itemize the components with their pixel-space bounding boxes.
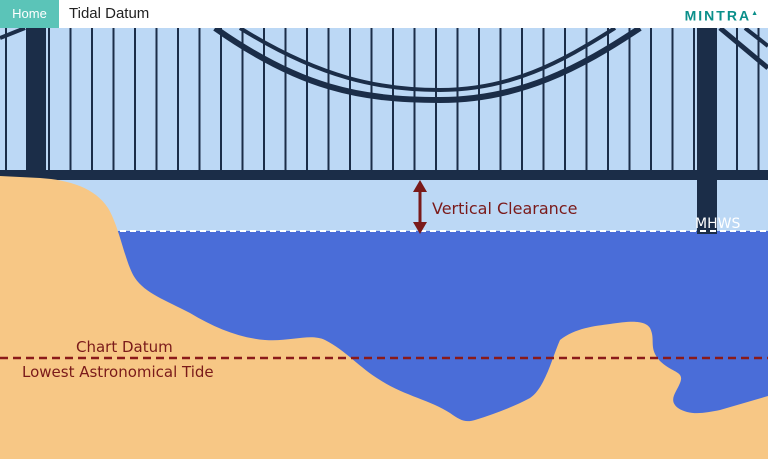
- tidal-datum-diagram: MHWS Chart Datum Lowest Astronomical Tid…: [0, 28, 768, 459]
- home-button[interactable]: Home: [0, 0, 59, 28]
- brand-logo: MINTRA▲: [685, 4, 760, 24]
- lat-label: Lowest Astronomical Tide: [22, 363, 214, 381]
- right-cable-2: [743, 28, 768, 48]
- right-tower: [697, 28, 717, 234]
- bridge-deck: [0, 170, 768, 180]
- bridge: [0, 28, 768, 234]
- page-title: Tidal Datum: [69, 5, 150, 22]
- clearance-arrow: [413, 180, 427, 234]
- left-tower: [26, 28, 46, 188]
- left-shore: [0, 176, 768, 459]
- logo-text: MINTRA: [684, 7, 752, 24]
- vertical-clearance-label: Vertical Clearance: [432, 199, 577, 218]
- chart-datum-label: Chart Datum: [76, 338, 173, 356]
- secondary-cable: [238, 28, 617, 93]
- top-bar: Home Tidal Datum MINTRA▲: [0, 0, 768, 29]
- mhws-label: MHWS: [695, 216, 740, 232]
- logo-mark: ▲: [751, 10, 760, 17]
- right-cable: [718, 28, 768, 70]
- main-cable: [213, 28, 642, 104]
- left-cable: [0, 28, 26, 40]
- sky: [0, 28, 768, 234]
